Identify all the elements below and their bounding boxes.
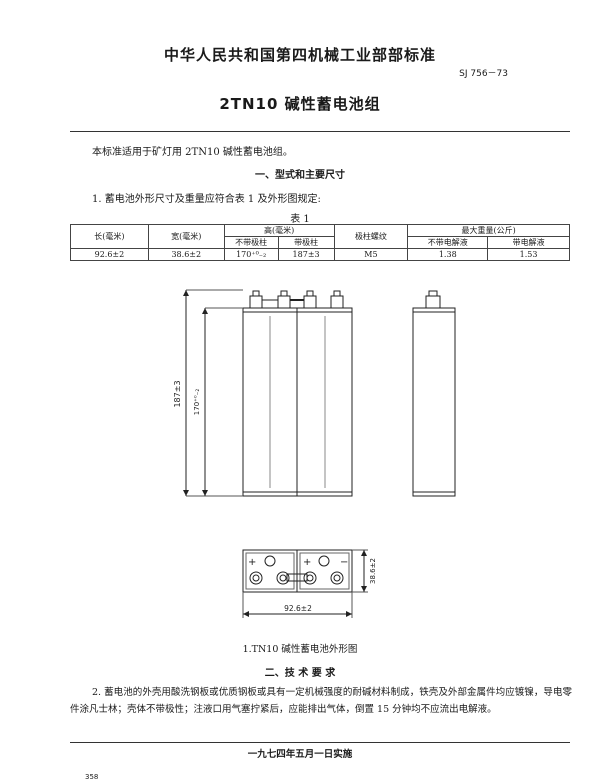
table-row: 92.6±2 38.6±2 170⁺⁰₋₂ 187±3 M5 1.38 1.53 (70, 248, 570, 261)
header-weight-no-electrolyte: 不带电解液 (407, 236, 489, 249)
header-weight: 最大重量(公斤) (407, 224, 570, 237)
dimensions-table: 长(毫米) 宽(毫米) 高(毫米) 极柱螺纹 最大重量(公斤) 不带极柱 带极柱… (70, 224, 570, 261)
vent-cap (264, 555, 276, 567)
dim-height-total: 187±3 (173, 380, 182, 407)
cell-weight-with-electrolyte: 1.53 (487, 248, 570, 261)
terminal-top (249, 571, 263, 585)
height-dimensions: 187±3 170⁺⁰₋₂ (173, 289, 243, 497)
standard-organization: 中华人民共和国第四机械工业部部标准 (163, 46, 436, 64)
minus-sign: − (340, 557, 348, 568)
section1-heading: 一、型式和主要尺寸 (255, 170, 345, 181)
header-height: 高(毫米) (223, 224, 335, 237)
side-body (412, 307, 456, 497)
page-number: 358 (85, 773, 99, 781)
cell-thread: M5 (333, 248, 409, 261)
terminal-post (249, 295, 263, 309)
front-view (242, 290, 353, 497)
scope-statement: 本标准适用于矿灯用 2TN10 碱性蓄电池组。 (92, 147, 293, 158)
dim-width: 38.6±2 (369, 558, 377, 584)
header-weight-with-electrolyte: 带电解液 (487, 236, 570, 249)
top-connector (286, 573, 308, 582)
plus-sign-right: + (303, 557, 311, 568)
cell-height-no-post: 170⁺⁰₋₂ (223, 248, 279, 261)
dim-length: 92.6±2 (284, 604, 312, 613)
title-rule (70, 131, 570, 132)
cell-weight-no-electrolyte: 1.38 (407, 248, 489, 261)
cell-width: 38.6±2 (147, 248, 225, 261)
clause-2: 2. 蓄电池的外壳用酸洗钢板或优质钢板或具有一定机械强度的耐碱材料制成，铁壳及外… (70, 687, 572, 715)
clause-1: 1. 蓄电池外形尺寸及重量应符合表 1 及外形图规定: (92, 194, 321, 205)
effective-date: 一九七四年五月一日实施 (247, 749, 353, 760)
header-height-with-post: 带极柱 (277, 236, 335, 249)
cell-height-with-post: 187±3 (277, 248, 335, 261)
header-length: 长(毫米) (70, 224, 149, 249)
table-caption: 表 1 (290, 214, 310, 225)
header-height-no-post: 不带极柱 (223, 236, 279, 249)
top-cell-right (296, 549, 353, 593)
header-thread: 极柱螺纹 (333, 224, 409, 249)
document-title: 2TN10 碱性蓄电池组 (219, 95, 381, 113)
top-view: + + − 38.6±2 92.6±2 (242, 549, 377, 618)
dim-height-body: 170⁺⁰₋₂ (193, 389, 201, 416)
cell-length: 92.6±2 (70, 248, 149, 261)
cell-right-body (296, 307, 353, 497)
side-view (412, 290, 456, 497)
header-width: 宽(毫米) (147, 224, 225, 249)
standard-code: SJ 756－73 (459, 69, 508, 79)
figure-caption: 1.TN10 碱性蓄电池外形图 (242, 644, 358, 655)
battery-outline-drawing: 187±3 170⁺⁰₋₂ + + − 38.6±2 (173, 289, 456, 618)
plus-sign-left: + (248, 557, 256, 568)
section2-heading: 二、技 术 要 求 (264, 668, 336, 679)
footer-rule (70, 742, 570, 743)
